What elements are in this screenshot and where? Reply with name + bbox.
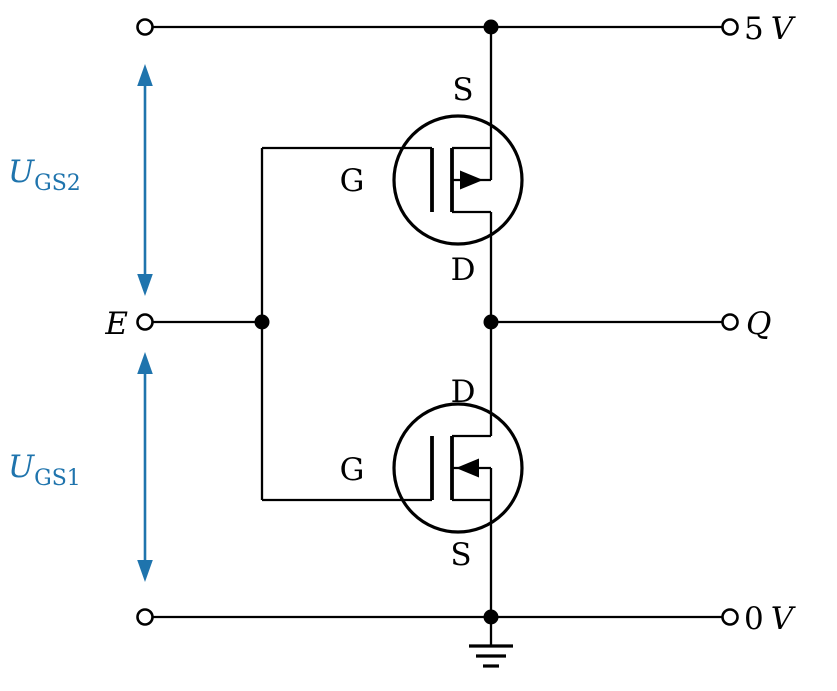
nmos-source-label: S	[450, 537, 471, 573]
ugs1-arrowhead-down-icon	[137, 560, 153, 582]
vdd-terminal-right	[721, 18, 739, 36]
input-port-label: E	[104, 306, 128, 342]
gate-bus-junction-dot	[254, 314, 270, 330]
output-junction-dot	[483, 314, 499, 330]
pmos-drain-label: D	[451, 252, 476, 288]
ugs2-arrowhead-up-icon	[137, 64, 153, 86]
ugs1-voltage-arrow	[137, 352, 153, 582]
pmos-source-label: S	[452, 72, 473, 108]
ugs1-arrowhead-up-icon	[137, 352, 153, 374]
gnd-junction-dot	[483, 609, 499, 625]
pmos-body-circle	[392, 114, 524, 246]
earth-ground-icon	[469, 644, 513, 668]
input-terminal	[136, 313, 154, 331]
nmos-drain-label: D	[451, 374, 476, 410]
nmos-arrow-icon	[456, 458, 479, 478]
terminals	[136, 18, 739, 626]
ugs2-voltage-arrow	[137, 64, 153, 296]
pmos-arrow-icon	[460, 170, 483, 190]
output-port-label: Q	[746, 306, 771, 342]
gnd-terminal-right	[721, 608, 739, 626]
gnd-terminal-left	[136, 608, 154, 626]
nmos-gate-label: G	[340, 452, 365, 488]
ugs2-label: UGS2	[8, 154, 81, 196]
output-terminal	[721, 313, 739, 331]
nmos-body-circle	[392, 402, 524, 534]
pmos-transistor-symbol	[392, 114, 524, 246]
ugs2-arrowhead-down-icon	[137, 274, 153, 296]
vdd-terminal-left	[136, 18, 154, 36]
nmos-transistor-symbol	[392, 402, 524, 534]
junction-dots	[254, 19, 499, 625]
ugs1-label: UGS1	[8, 449, 81, 491]
vdd-junction-dot	[483, 19, 499, 35]
pmos-gate-label: G	[340, 163, 365, 199]
